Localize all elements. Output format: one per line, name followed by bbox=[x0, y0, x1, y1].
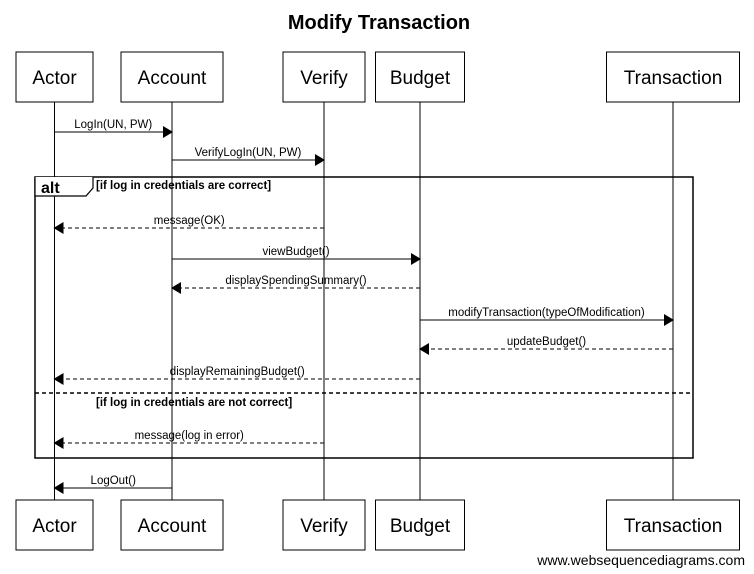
watermark: www.websequencediagrams.com bbox=[536, 552, 745, 568]
participant-label-actor-top: Actor bbox=[32, 68, 77, 89]
participant-label-account-bottom: Account bbox=[138, 516, 207, 537]
message-label-6: modifyTransaction(typeOfModification) bbox=[448, 307, 645, 319]
participant-label-verify-bottom: Verify bbox=[300, 516, 348, 537]
participant-box-verify-top bbox=[282, 51, 366, 103]
participant-box-actor-top bbox=[15, 51, 94, 103]
message-label-10: LogOut() bbox=[91, 475, 137, 487]
participant-box-account-bottom bbox=[120, 499, 224, 551]
alt-operator-tab bbox=[34, 177, 94, 197]
message-label-9: message(log in error) bbox=[135, 430, 244, 442]
message-label-1: LogIn(UN, PW) bbox=[74, 119, 152, 131]
participant-label-actor-bottom: Actor bbox=[32, 516, 77, 537]
message-label-4: viewBudget() bbox=[262, 246, 329, 258]
participant-box-budget-top bbox=[375, 51, 465, 103]
participant-box-verify-bottom bbox=[282, 499, 366, 551]
alt-operator-label: alt bbox=[41, 180, 60, 197]
participant-label-transaction-top: Transaction bbox=[624, 68, 723, 89]
participant-box-actor-bottom bbox=[15, 499, 94, 551]
alt-fragment-frame bbox=[34, 176, 694, 459]
participant-box-budget-bottom bbox=[375, 499, 465, 551]
participant-box-account-top bbox=[120, 51, 224, 103]
alt-guard-first: [if log in credentials are correct] bbox=[96, 180, 271, 192]
participant-box-transaction-top bbox=[606, 51, 740, 103]
message-label-8: displayRemainingBudget() bbox=[170, 366, 305, 378]
participant-label-budget-top: Budget bbox=[390, 68, 451, 89]
message-label-2: VerifyLogIn(UN, PW) bbox=[195, 147, 302, 159]
message-label-7: updateBudget() bbox=[507, 336, 586, 348]
diagram-title: Modify Transaction bbox=[288, 12, 470, 34]
participant-label-transaction-bottom: Transaction bbox=[624, 516, 723, 537]
message-label-5: displaySpendingSummary() bbox=[225, 275, 366, 287]
message-label-3: message(OK) bbox=[154, 215, 225, 227]
participant-box-transaction-bottom bbox=[606, 499, 740, 551]
participant-label-budget-bottom: Budget bbox=[390, 516, 451, 537]
participant-label-verify-top: Verify bbox=[300, 68, 348, 89]
participant-label-account-top: Account bbox=[138, 68, 207, 89]
alt-guard-second: [if log in credentials are not correct] bbox=[96, 397, 292, 409]
alt-fragment: alt [if log in credentials are correct] … bbox=[34, 176, 694, 459]
